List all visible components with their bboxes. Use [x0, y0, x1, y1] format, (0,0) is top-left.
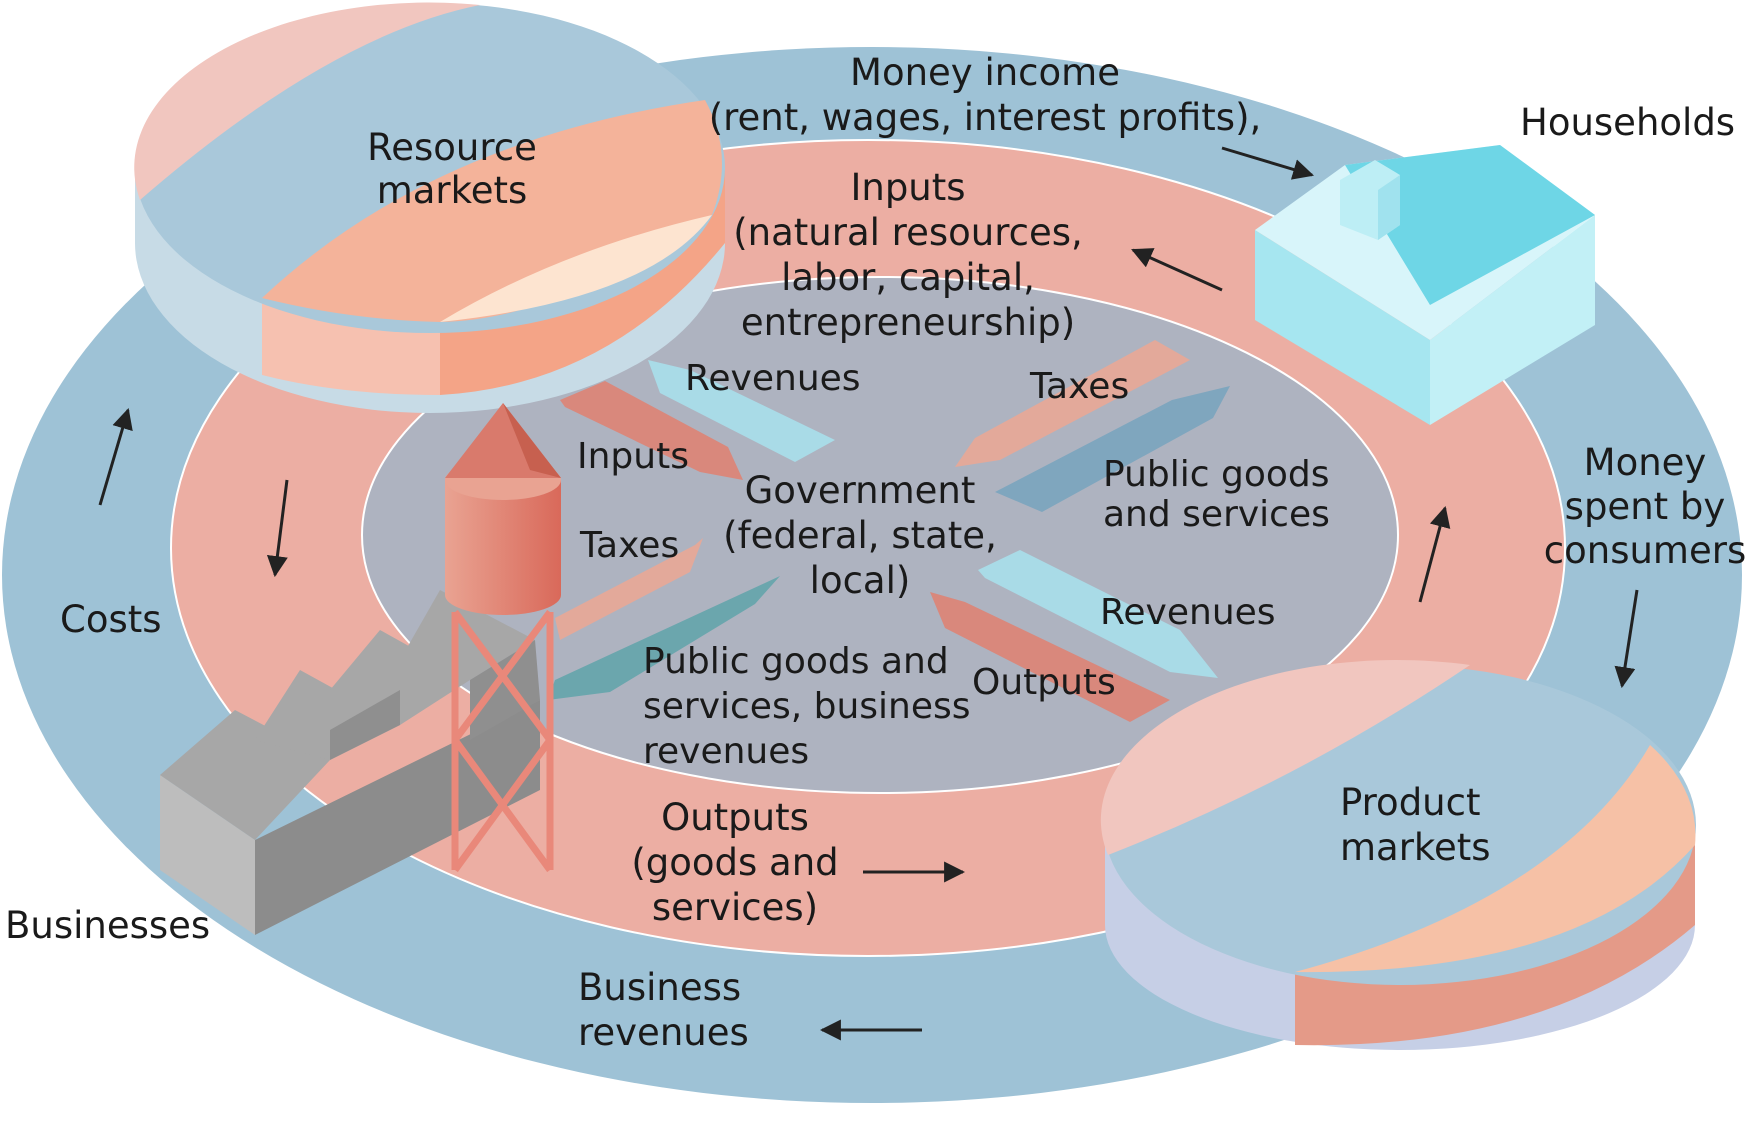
gov-taxes-left-arrow: [555, 538, 703, 640]
product-up-arrow: [1418, 505, 1451, 603]
gov-inputs-label: Inputs: [577, 436, 689, 477]
businesses-label: Businesses: [5, 904, 210, 947]
money-income-label: Money income(rent, wages, interest profi…: [709, 51, 1262, 139]
costs-label: Costs: [60, 598, 162, 641]
gov-outputs-label: Outputs: [972, 662, 1116, 703]
inputs-arrow: [1131, 248, 1223, 292]
gov-public-goods-left-arrow: [548, 576, 780, 700]
government-label: Government(federal, state,local): [723, 469, 997, 602]
gov-taxes-right-label: Taxes: [1029, 366, 1129, 407]
house-icon: [1255, 145, 1595, 425]
gov-public-goods-right-arrow: [995, 386, 1230, 512]
gov-inputs-arrow: [560, 381, 743, 480]
money-income-arrow: [1221, 146, 1315, 180]
resource-down-arrow: [266, 479, 289, 578]
gov-taxes-left-label: Taxes: [579, 525, 679, 566]
gov-revenues-top-arrow: [648, 360, 835, 462]
flow-arrows: [98, 146, 1639, 1041]
gov-revenues-right-label: Revenues: [1100, 592, 1276, 633]
gov-outputs-arrow: [930, 592, 1170, 722]
water-tower-icon: [445, 403, 561, 873]
households-label: Households: [1520, 101, 1735, 144]
gov-flow-arrows: [548, 340, 1230, 722]
inputs-top-label: Inputs(natural resources,labor, capital,…: [733, 166, 1083, 344]
money-spent-arrow: [1614, 589, 1639, 689]
gov-revenues-top-label: Revenues: [685, 358, 861, 399]
gov-revenues-right-arrow: [978, 550, 1218, 678]
resource-markets-disc: [134, 2, 725, 413]
gov-taxes-right-arrow: [955, 340, 1190, 467]
product-markets-disc: [1100, 660, 1696, 1050]
costs-arrow: [98, 407, 133, 506]
